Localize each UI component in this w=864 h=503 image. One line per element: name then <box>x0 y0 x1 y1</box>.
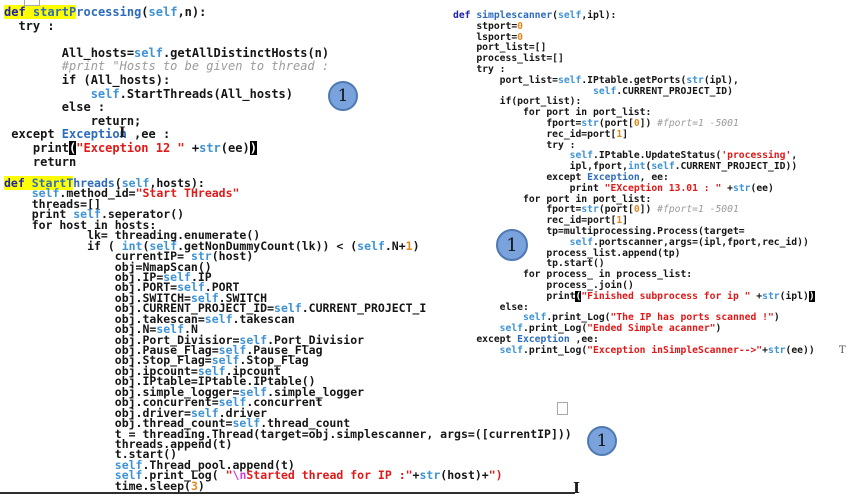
code-line: else: <box>453 301 529 313</box>
code-line: obj=NmapScan() <box>4 259 212 274</box>
code-line: #print "Hosts to be given to thread : <box>4 59 330 74</box>
code-line: obj.ipcount=self.ipcount <box>4 363 281 378</box>
code-line: for port in port_list: <box>453 107 652 119</box>
code-line: obj.concurrent=self.concurrent <box>4 395 323 410</box>
code-line: try : <box>453 139 576 151</box>
code-line: except Exception, ee: <box>453 171 669 183</box>
code-line: self.print_Log( "\nStarted thread for IP… <box>114 468 503 483</box>
code-line: obj.CURRENT_PROJECT_ID=self.CURRENT_PROJ… <box>4 301 427 316</box>
code-column-left-bottom: def StartThreads(self,hosts): self.metho… <box>4 176 572 493</box>
code-line: if (All_hosts): <box>4 72 171 87</box>
text-ibeam-cursor-icon: I <box>119 125 126 141</box>
bottom-border-rule <box>0 492 575 494</box>
code-line: self.Thread_pool.append(t) <box>114 457 295 472</box>
code-line: self.StartThreads(All_hosts) <box>90 86 293 101</box>
page-fragment-icon <box>24 0 40 6</box>
code-line: self.print_Log("The IP has ports scanned… <box>523 312 780 324</box>
code-line: print("Finished subprocess for ip " +str… <box>453 290 815 302</box>
code-line: print "EXception 13.01 : " +str(ee) <box>453 182 774 194</box>
code-line: currentIP= str(host) <box>4 249 254 264</box>
code-line: self.IPtable.UpdateStatus('processing', <box>569 150 798 162</box>
code-line: obj.Stop_Flag=self.Stop_Flag <box>4 353 309 368</box>
code-line: return; <box>4 113 142 128</box>
code-line: except Exception ,ee : <box>4 127 171 142</box>
code-line: obj.IP=self.IP <box>4 269 212 284</box>
code-line: fport=str(port[0]) #fport=1 -5001 <box>453 204 739 216</box>
code-line: obj.SWITCH=self.SWITCH <box>4 290 268 305</box>
numbered-callout-badge: 1 <box>496 229 528 261</box>
code-line: ipl,fport,int(self.CURRENT_PROJECT_ID)) <box>453 161 798 173</box>
code-line: time.sleep(3) <box>4 478 205 493</box>
code-line: fport=str(port[0]) #fport=1 -5001 <box>453 117 739 129</box>
code-line: rec_id=port[1] <box>453 215 628 227</box>
code-line: try : <box>453 63 506 75</box>
code-line: obj.takescan=self.takescan <box>4 311 295 326</box>
code-line: process_.join() <box>453 279 634 291</box>
code-line: def StartThreads(self,hosts): <box>4 176 205 190</box>
code-column-left-top: def startProcessing(self,n): try : All_h… <box>4 5 330 169</box>
code-line: print("Exception 12 " +str(ee)) <box>4 140 257 155</box>
code-line <box>4 33 329 47</box>
code-line: obj.N=self.N <box>4 322 198 337</box>
code-line: self.print_Log("Exception inSimpleScanne… <box>499 344 815 356</box>
code-line: lk= threading.enumerate() <box>4 228 261 243</box>
code-line: t = threading.Thread(target=obj.simplesc… <box>4 426 572 441</box>
code-line: for process_ in process_list: <box>453 269 693 281</box>
code-line: if(port_list): <box>453 96 582 108</box>
code-line: for port in port_list: <box>453 193 652 205</box>
page-fragment-icon <box>557 402 568 415</box>
code-line: obj.driver=self.driver <box>4 405 268 420</box>
code-line: obj.Port_Divisior=self.Port_Divisior <box>4 332 365 347</box>
code-line: try : <box>4 18 55 33</box>
code-line: else : <box>4 100 106 115</box>
code-line: process_list.append(tp) <box>453 247 681 259</box>
code-line: obj.IPtable=IPtable.IPtable() <box>4 374 316 389</box>
code-line: tp.start() <box>453 258 605 270</box>
code-line: for host in hosts: <box>4 217 157 232</box>
code-line: self.method_id="Start THreads" <box>31 186 240 201</box>
code-line: self.print_Log("Ended Simple acanner") <box>499 323 722 335</box>
code-line: obj.PORT=self.PORT <box>4 280 240 295</box>
code-line: self.portscanner,args=(ipl,fport,rec_id)… <box>569 236 809 248</box>
code-line: All_hosts=self.getAllDistinctHosts(n) <box>4 45 330 60</box>
text-anchor-mark-icon: T <box>839 345 846 356</box>
code-line: self.CURRENT_PROJECT_ID) <box>592 85 733 97</box>
text-ibeam-cursor-icon: I <box>573 479 581 497</box>
code-line: obj.thread_count=self.thread_count <box>4 416 351 431</box>
code-line: def startProcessing(self,n): <box>4 5 207 19</box>
numbered-callout-badge: 1 <box>328 81 358 111</box>
code-line: port_list=self.IPtable.getPorts(str(ipl)… <box>453 74 739 86</box>
code-line: if ( int(self.getNonDummyCount(lk)) < (s… <box>4 238 420 253</box>
code-line: threads=[] <box>4 196 101 211</box>
code-line: rec_id=port[1] <box>453 128 628 140</box>
numbered-callout-badge: 1 <box>587 426 617 456</box>
code-line: stport=0 <box>453 20 523 32</box>
code-line: threads.append(t) <box>4 436 233 451</box>
code-line: obj.Pause_Flag=self.Pause_Flag <box>4 343 323 357</box>
code-line: except Exception ,ee: <box>453 333 599 345</box>
code-line: def simplescanner(self,ipl): <box>453 10 617 21</box>
code-line: print self.seperator() <box>4 207 185 222</box>
code-line: tp=multiprocessing.Process(target= <box>453 225 745 237</box>
code-column-right: def simplescanner(self,ipl): stport=0 ls… <box>453 10 815 357</box>
code-line: port_list=[] <box>453 42 547 54</box>
code-line: obj.simple_logger=self.simple_logger <box>4 384 365 399</box>
code-line: process_list=[] <box>453 53 564 65</box>
code-line: return <box>4 154 77 169</box>
code-line: t.start() <box>4 447 178 462</box>
code-line: lsport=0 <box>453 31 523 43</box>
